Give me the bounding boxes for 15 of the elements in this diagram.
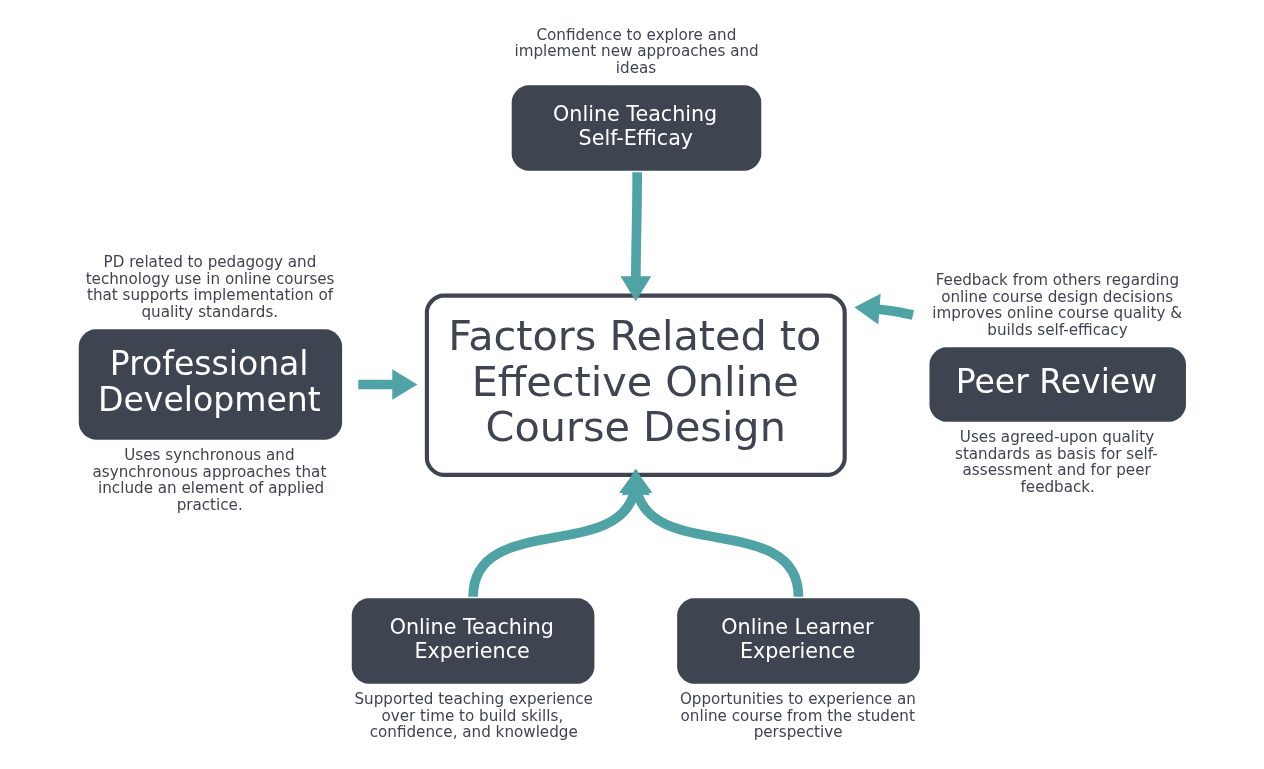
node-label: Uses synchronous and asynchronous approaches that include an element of applied practice.	[92, 446, 327, 514]
arrow	[620, 172, 652, 302]
node-box: Online Teaching Experience	[351, 598, 595, 684]
node-box: Peer Review	[929, 347, 1186, 422]
arrow	[358, 369, 418, 400]
node-label: Uses agreed-upon quality standards as basis for self-assessment and for peer feedback.	[954, 428, 1158, 496]
node-box: Online Learner Experience	[677, 598, 920, 684]
node-label: Supported teaching experience over time to build skills, confidence, and knowledge	[354, 690, 593, 742]
node-box: Online Teaching Self-Efficay	[511, 85, 762, 171]
node-label: Opportunities to experience an online course from the student perspective	[679, 690, 916, 742]
arrow	[854, 293, 914, 325]
node-label: PD related to pedagogy and technology use in online courses that supports implementation of quality standards.	[85, 253, 335, 321]
node-label: Confidence to explore and implement new approaches and ideas	[514, 25, 759, 77]
node-label: Feedback from others regarding online course design decisions improves online course quality & builds self-efficacy	[932, 270, 1183, 339]
node-box: Professional Development	[78, 329, 343, 440]
